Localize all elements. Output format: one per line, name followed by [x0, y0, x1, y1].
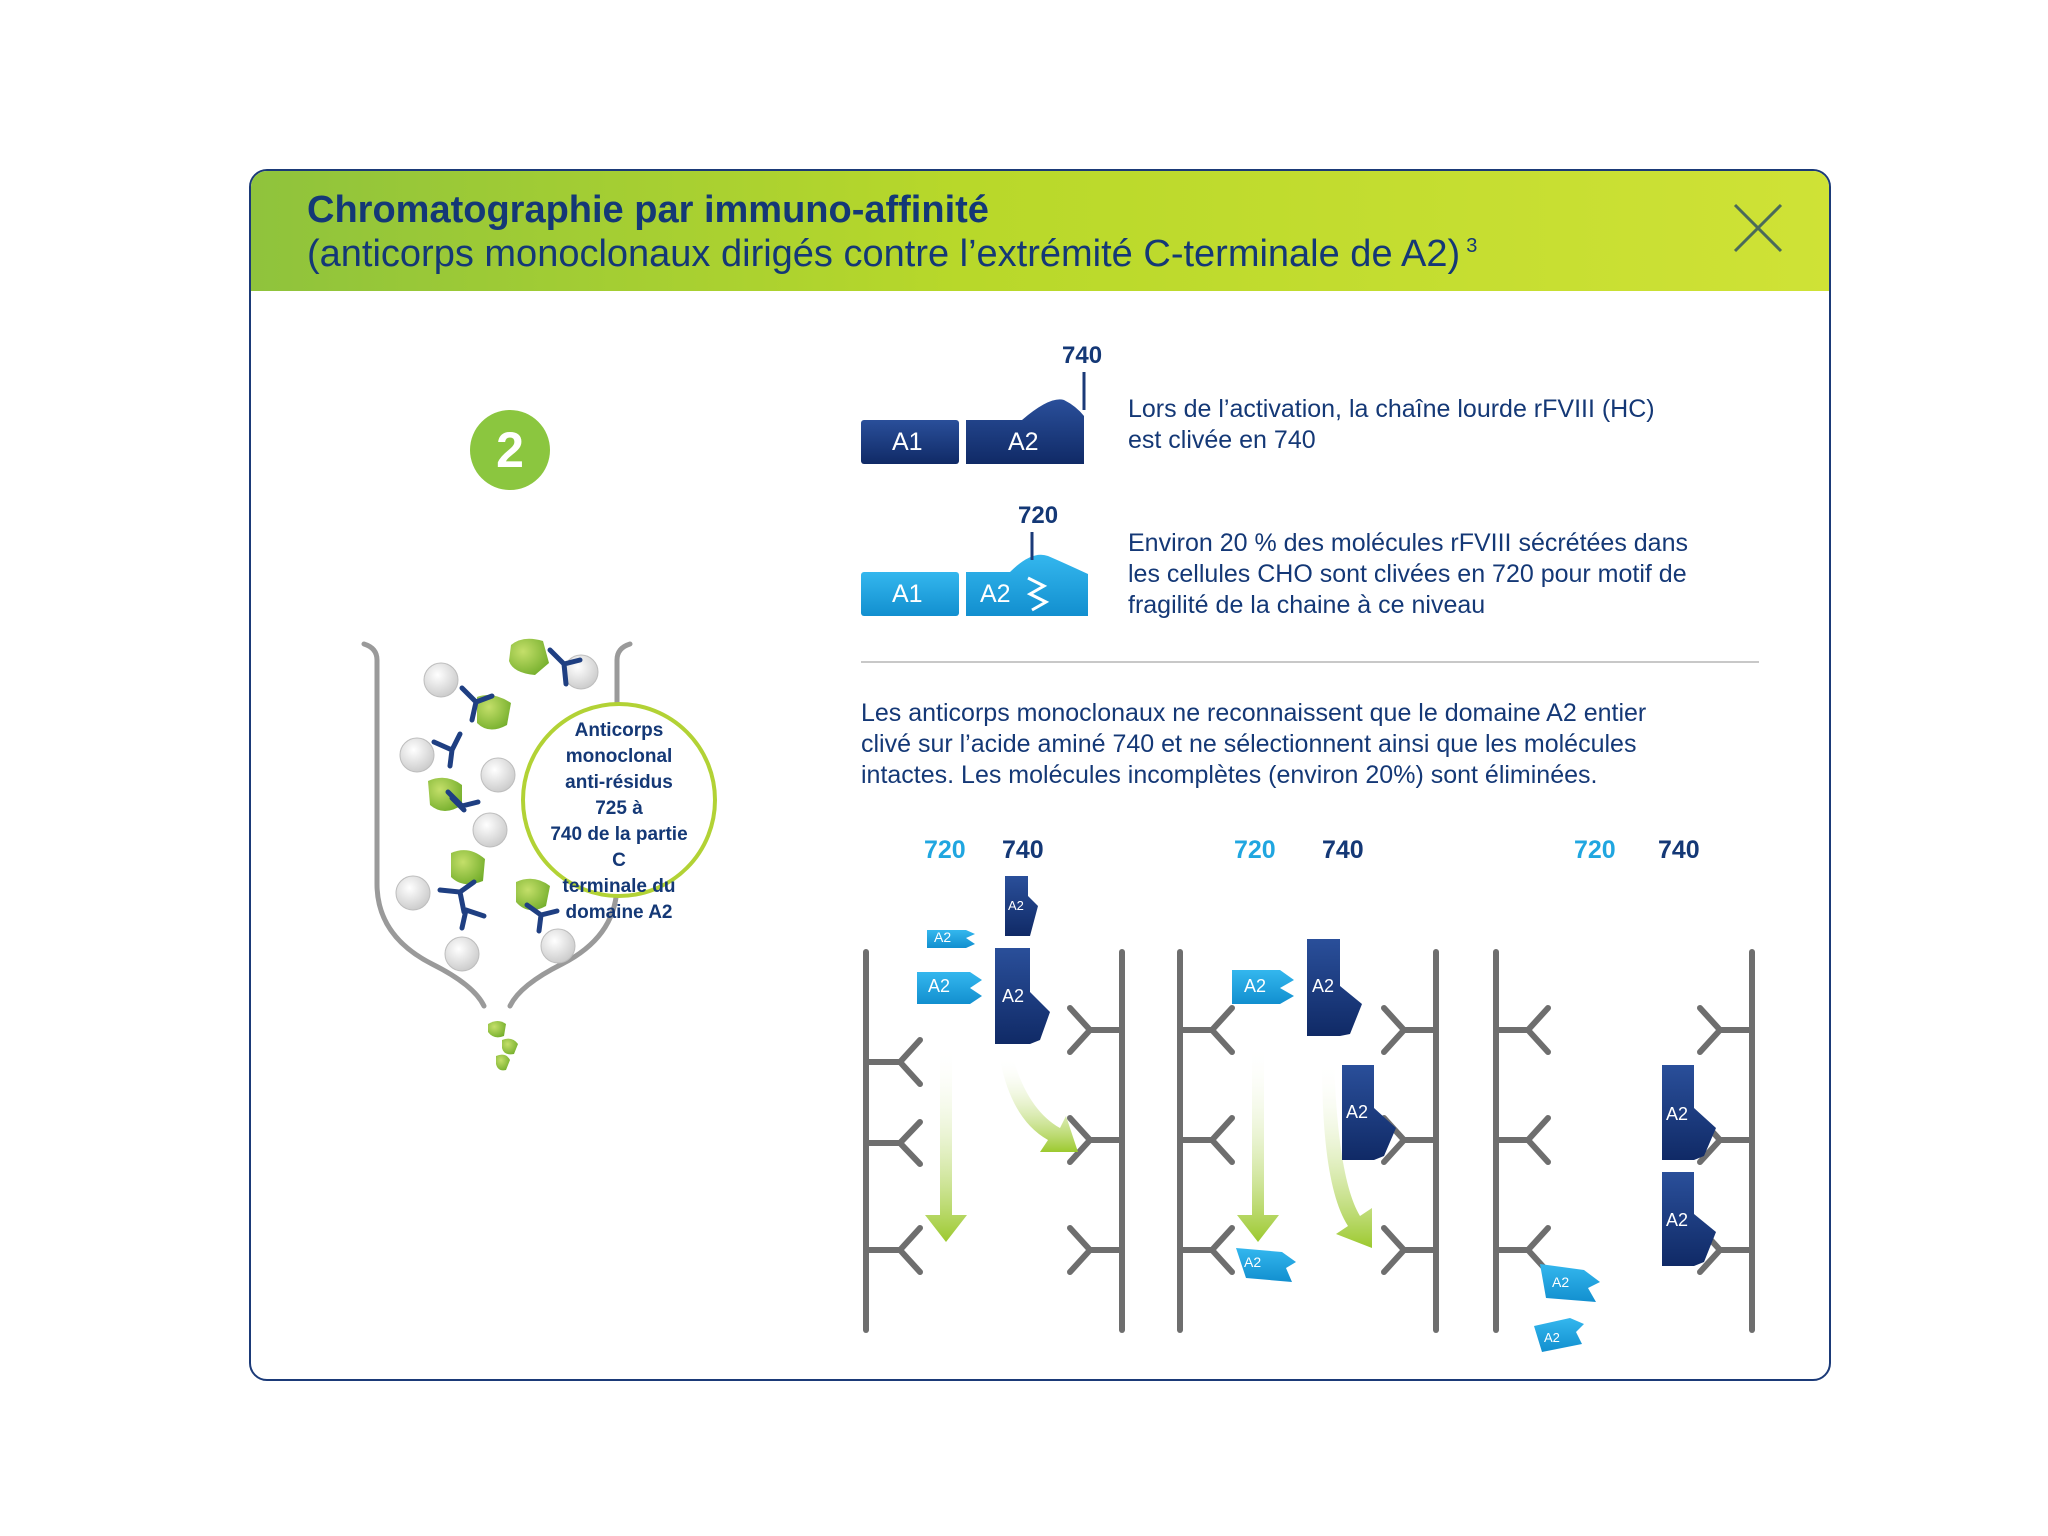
close-icon: [1733, 203, 1783, 253]
domain-a1-label: A1: [892, 428, 923, 456]
a2-fragment-label: A2: [934, 929, 952, 945]
reference-number: 3: [1466, 235, 1478, 258]
a2-fragment-label: A2: [928, 976, 951, 996]
column-3-label-740: 740: [1658, 836, 1700, 864]
domain-a2-label: A2: [980, 580, 1011, 608]
antibody-line: monoclonal: [565, 746, 673, 767]
panel-header: Chromatographie par immuno-affinité (ant…: [251, 171, 1829, 291]
text-line: Les anticorps monoclonaux ne reconnaisse…: [861, 699, 1647, 727]
cleavage-720-text: Environ 20 % des molécules rFVIII sécrét…: [1128, 528, 1688, 621]
summary-text: Les anticorps monoclonaux ne reconnaisse…: [861, 698, 1646, 791]
site-720-label: 720: [1018, 502, 1059, 529]
a2-fragment-label: A2: [1346, 1102, 1369, 1122]
column-3-label-720: 720: [1574, 836, 1616, 864]
a2-fragment-label: A2: [1552, 1274, 1570, 1290]
a2-fragment-label: A2: [1002, 986, 1025, 1006]
text-line: Environ 20 % des molécules rFVIII sécrét…: [1128, 529, 1688, 557]
antibody-line: 740 de la partie C: [550, 824, 688, 871]
text-line: fragilité de la chaine à ce niveau: [1128, 591, 1486, 619]
antibody-description: Anticorps monoclonal anti-résidus 725 à …: [550, 718, 688, 926]
cleavage-740-text: Lors de l’activation, la chaîne lourde r…: [1128, 394, 1655, 456]
a2-fragment-label: A2: [1244, 1254, 1262, 1270]
panel-title: Chromatographie par immuno-affinité: [307, 189, 989, 231]
column-2-label-720: 720: [1234, 836, 1276, 864]
text-line: Lors de l’activation, la chaîne lourde r…: [1128, 395, 1655, 423]
antibody-line: Anticorps: [574, 720, 664, 741]
a2-fragment-label: A2: [1544, 1330, 1560, 1345]
text-line: les cellules CHO sont clivées en 720 pou…: [1128, 560, 1687, 588]
text-line: clivé sur l’acide aminé 740 et ne sélect…: [861, 730, 1637, 758]
column-1-label-720: 720: [924, 836, 966, 864]
step-badge: 2: [470, 410, 550, 490]
text-line: intactes. Les molécules incomplètes (env…: [861, 761, 1598, 789]
column-2-label-740: 740: [1322, 836, 1364, 864]
site-740-label: 740: [1062, 342, 1103, 369]
domain-a2-label: A2: [1008, 428, 1039, 456]
a2-fragment-label: A2: [1244, 976, 1267, 996]
a2-fragment-label: A2: [1666, 1104, 1689, 1124]
text-line: est clivée en 740: [1128, 426, 1316, 454]
domain-a1-label: A1: [892, 580, 923, 608]
antibody-line: terminale du: [562, 876, 676, 897]
panel-subtitle: (anticorps monoclonaux dirigés contre l’…: [307, 233, 1477, 276]
antibody-line: domaine A2: [565, 902, 673, 923]
subtitle-text: (anticorps monoclonaux dirigés contre l’…: [307, 233, 1461, 275]
antibody-line: anti-résidus 725 à: [565, 772, 673, 819]
a2-fragment-label: A2: [1312, 976, 1335, 996]
column-1-label-740: 740: [1002, 836, 1044, 864]
close-button[interactable]: [1731, 201, 1785, 255]
a2-fragment-label: A2: [1008, 898, 1024, 913]
a2-fragment-label: A2: [1666, 1210, 1689, 1230]
